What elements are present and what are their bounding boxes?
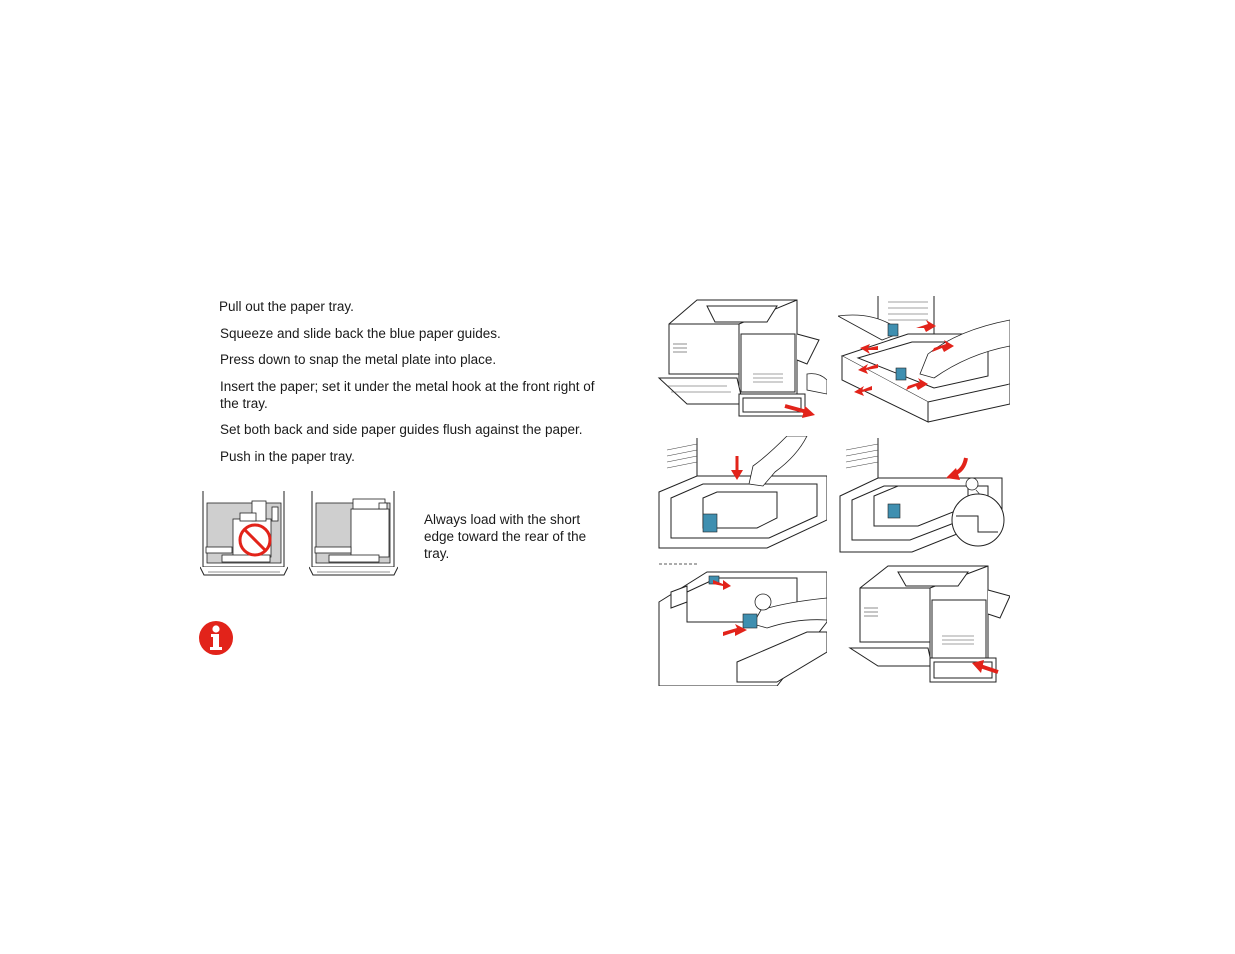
step-4: Insert the paper; set it under the metal…	[220, 378, 595, 411]
orientation-caption: Always load with the short edge toward t…	[424, 512, 587, 561]
illustration-squeeze-guides	[838, 294, 1010, 424]
step-5: Set both back and side paper guides flus…	[220, 422, 583, 437]
illustration-insert-paper	[838, 436, 1010, 554]
tray-wrong-orientation-illustration	[200, 489, 288, 577]
arrow-icons	[854, 320, 954, 396]
arrow-push-icon	[972, 660, 999, 674]
instruction-steps: Pull out the paper tray. Squeeze and sli…	[219, 298, 615, 474]
info-icon	[198, 620, 234, 656]
illustration-pull-out-tray	[657, 294, 827, 424]
step-2: Squeeze and slide back the blue paper gu…	[220, 325, 501, 341]
step-3: Press down to snap the metal plate into …	[220, 352, 497, 367]
arrow-down-icon	[731, 456, 743, 480]
arrow-icons	[713, 580, 747, 636]
illustration-set-guides-flush	[657, 562, 827, 686]
tray-correct-orientation-illustration	[309, 489, 398, 577]
illustration-push-in-tray	[838, 562, 1010, 686]
step-1: Pull out the paper tray.	[219, 299, 354, 314]
no-entry-icon	[238, 523, 272, 557]
step-6: Push in the paper tray.	[220, 448, 355, 464]
illustration-press-metal-plate	[657, 436, 827, 550]
arrow-pull-icon	[784, 404, 815, 418]
arrow-curved-icon	[946, 457, 968, 480]
